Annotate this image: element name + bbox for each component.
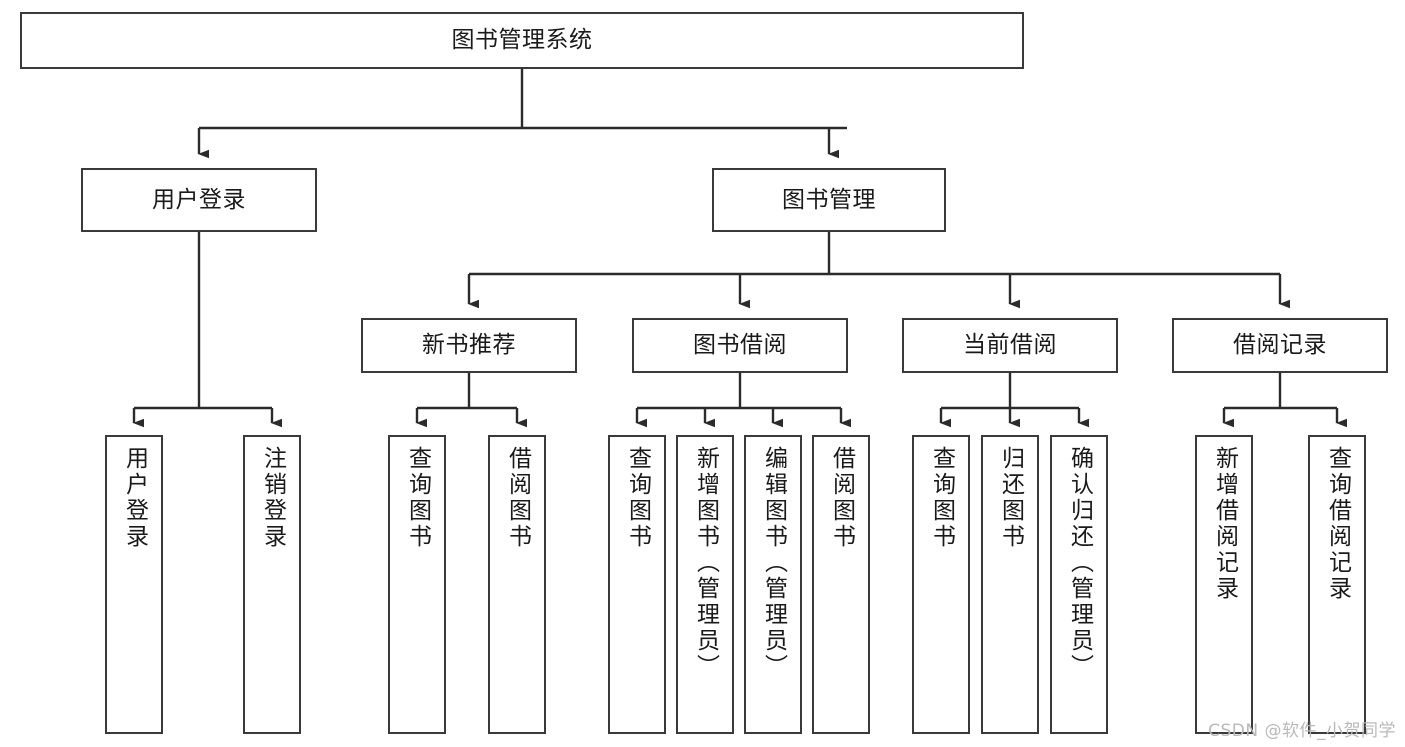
leaf-new-book-borrow[interactable]: 借阅图书 <box>488 435 546 734</box>
leaf-current-query-book[interactable]: 查询图书 <box>912 435 970 734</box>
node-label: 确认归还（管理员） <box>1066 446 1093 680</box>
leaf-record-query-borrow-record[interactable]: 查询借阅记录 <box>1308 435 1366 734</box>
csdn-watermark: CSDN @软件_小贺同学 <box>1208 721 1396 741</box>
node-label: 新增图书（管理员） <box>692 446 719 680</box>
leaf-user-login-login[interactable]: 用户登录 <box>105 435 163 734</box>
node-label: 新书推荐 <box>422 332 516 359</box>
node-label: 查询图书 <box>624 446 651 550</box>
node-label: 借阅图书 <box>504 446 531 550</box>
node-label: 归还图书 <box>997 446 1024 550</box>
node-label: 用户登录 <box>152 186 246 213</box>
node-current-borrow[interactable]: 当前借阅 <box>902 318 1118 373</box>
node-label: 借阅记录 <box>1233 332 1327 359</box>
node-book-borrow[interactable]: 图书借阅 <box>632 318 848 373</box>
node-label: 用户登录 <box>121 446 148 550</box>
node-label: 图书管理 <box>782 186 876 213</box>
node-label: 查询图书 <box>928 446 955 550</box>
leaf-current-confirm-return-admin[interactable]: 确认归还（管理员） <box>1050 435 1108 734</box>
leaf-borrow-edit-book-admin[interactable]: 编辑图书（管理员） <box>744 435 802 734</box>
node-label: 当前借阅 <box>963 332 1057 359</box>
leaf-borrow-borrow-book[interactable]: 借阅图书 <box>812 435 870 734</box>
node-label: 查询借阅记录 <box>1324 446 1351 602</box>
leaf-user-login-logout[interactable]: 注销登录 <box>243 435 301 734</box>
node-label: 图书管理系统 <box>451 27 593 54</box>
node-label: 新增借阅记录 <box>1211 446 1238 602</box>
leaf-borrow-query-book[interactable]: 查询图书 <box>608 435 666 734</box>
node-label: 借阅图书 <box>828 446 855 550</box>
node-label: 图书借阅 <box>693 332 787 359</box>
node-borrow-record[interactable]: 借阅记录 <box>1172 318 1388 373</box>
node-label: 注销登录 <box>259 446 286 550</box>
node-root-book-management-system[interactable]: 图书管理系统 <box>20 12 1024 69</box>
leaf-borrow-add-book-admin[interactable]: 新增图书（管理员） <box>676 435 734 734</box>
node-user-login[interactable]: 用户登录 <box>81 168 317 232</box>
leaf-record-add-borrow-record[interactable]: 新增借阅记录 <box>1195 435 1253 734</box>
leaf-current-return-book[interactable]: 归还图书 <box>981 435 1039 734</box>
node-label: 编辑图书（管理员） <box>760 446 787 680</box>
leaf-new-book-query[interactable]: 查询图书 <box>388 435 446 734</box>
node-book-management[interactable]: 图书管理 <box>712 168 946 232</box>
node-label: 查询图书 <box>404 446 431 550</box>
node-new-book-recommendation[interactable]: 新书推荐 <box>361 318 577 373</box>
